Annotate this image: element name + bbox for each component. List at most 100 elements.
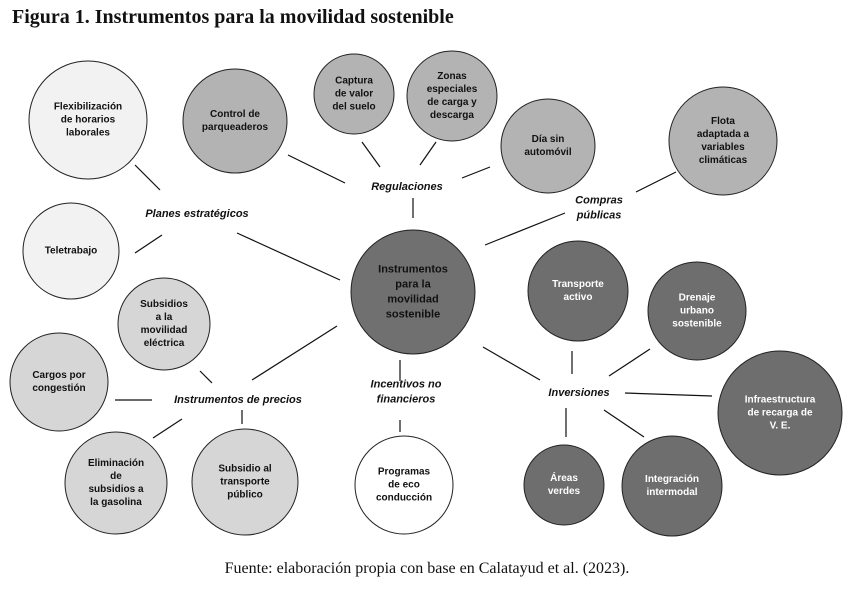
node-captura-label-line: Captura xyxy=(335,76,373,87)
connector-line xyxy=(134,164,161,191)
connector-line xyxy=(287,154,346,184)
category-regulaciones-label: Regulaciones xyxy=(371,181,443,193)
node-flota-circle xyxy=(668,86,778,196)
node-drenaje-circle xyxy=(647,261,747,361)
node-subsidios-ev-label-line: a la xyxy=(156,312,173,323)
node-flota-label-line: Flota xyxy=(711,116,735,127)
connector-line xyxy=(608,348,651,377)
center-node-label: Instrumentos para la movilidad sostenible xyxy=(378,264,448,321)
center-node-label-line: sostenible xyxy=(386,309,440,321)
node-areas-label-line: Áreas xyxy=(550,471,578,484)
node-zonas-label-line: Zonas xyxy=(437,71,467,82)
node-diasin-label-line: Día sin xyxy=(532,134,565,145)
category-precios-label-line: Instrumentos de precios xyxy=(174,394,302,406)
node-subsidios-ev-label: Subsidios a la movilidad eléctrica xyxy=(140,299,188,349)
connector-line xyxy=(482,346,541,381)
node-zonas-label-line: descarga xyxy=(430,110,474,121)
node-cargos-label-line: Cargos por xyxy=(32,370,85,381)
node-eliminacion-label-line: la gasolina xyxy=(90,497,142,508)
connector-line xyxy=(236,232,341,281)
node-transporte-label-line: activo xyxy=(564,292,593,303)
node-captura-label-line: de valor xyxy=(335,89,373,100)
category-regulaciones-label-line: Regulaciones xyxy=(371,181,443,193)
connector-line xyxy=(624,392,713,397)
node-drenaje-label-line: Drenaje xyxy=(679,293,716,304)
node-integracion-circle xyxy=(621,435,723,537)
node-teletrabajo-label-line: Teletrabajo xyxy=(45,246,98,257)
category-compras-label-line: públicas xyxy=(576,210,622,222)
node-transporte-label: Transporte activo xyxy=(552,279,604,303)
node-subsidios-ev-circle xyxy=(117,277,211,371)
connector-line xyxy=(635,171,677,193)
connector-line xyxy=(199,370,213,384)
node-subsidio-tp-circle xyxy=(191,428,299,536)
node-programas-circle xyxy=(354,435,454,535)
node-flota-label: Flota adaptada a variables climáticas xyxy=(697,116,750,166)
connector-lines xyxy=(115,141,713,439)
node-drenaje-label: Drenaje urbano sostenible xyxy=(672,293,722,330)
node-flota-label-line: adaptada a xyxy=(697,129,750,140)
node-subsidio-tp-label-line: público xyxy=(227,490,263,501)
node-eliminacion-circle xyxy=(64,431,168,535)
node-flota-label-line: climáticas xyxy=(699,155,748,166)
connector-line xyxy=(134,234,163,254)
instrument-nodes: Instrumentos para la movilidad sostenible Fl… xyxy=(9,50,843,537)
node-diasin-label: Día sin automóvil xyxy=(524,134,571,158)
node-eliminacion-label-line: de xyxy=(110,471,122,482)
node-transporte-label-line: Transporte xyxy=(552,279,604,290)
node-subsidio-tp-label-line: transporte xyxy=(220,477,270,488)
node-diasin-circle xyxy=(500,98,596,194)
figure-source: Fuente: elaboración propia con base en C… xyxy=(224,560,630,577)
node-diasin-label-line: automóvil xyxy=(524,147,571,158)
center-node-label-line: para la xyxy=(395,279,431,291)
center-node-label-line: Instrumentos xyxy=(378,264,448,276)
node-flexibilizacion-label-line: Flexibilización xyxy=(54,102,122,113)
node-areas-circle xyxy=(523,444,605,526)
node-subsidios-ev-label-line: Subsidios xyxy=(140,299,188,310)
node-drenaje-label-line: sostenible xyxy=(672,319,722,330)
connector-line xyxy=(152,418,183,439)
node-drenaje-label-line: urbano xyxy=(680,306,714,317)
category-incentivos-label-line: Incentivos no xyxy=(371,379,442,391)
node-cargos-label-line: congestión xyxy=(32,383,85,394)
node-teletrabajo-label: Teletrabajo xyxy=(45,246,98,257)
category-precios-label: Instrumentos de precios xyxy=(174,394,302,406)
category-inversiones-label: Inversiones xyxy=(548,387,609,399)
node-zonas-label-line: de carga y xyxy=(427,97,477,108)
category-planes-label: Planes estratégicos xyxy=(145,208,248,220)
connector-line xyxy=(251,325,338,381)
category-compras-label-line: Compras xyxy=(575,195,623,207)
node-eliminacion-label-line: Eliminación xyxy=(88,458,144,469)
node-transporte-circle xyxy=(527,240,629,342)
node-cargos-label: Cargos por congestión xyxy=(32,370,85,394)
node-eliminacion-label-line: subsidios a xyxy=(88,484,143,495)
node-flexibilizacion-label-line: de horarios xyxy=(61,115,116,126)
center-node-circle xyxy=(350,229,476,355)
node-zonas-label-line: especiales xyxy=(427,84,478,95)
node-captura-circle xyxy=(313,53,395,135)
node-subsidio-tp-label-line: Subsidio al xyxy=(218,464,272,475)
category-planes-label-line: Planes estratégicos xyxy=(145,208,248,220)
node-eliminacion-label: Eliminación de subsidios a la gasolina xyxy=(88,458,144,508)
connector-line xyxy=(603,409,645,438)
node-flota-label-line: variables xyxy=(701,142,745,153)
category-compras-label: Compras públicas xyxy=(575,195,623,222)
node-infraestructura-label-line: Infraestructura xyxy=(745,395,816,406)
node-zonas-circle xyxy=(406,50,498,142)
node-subsidios-ev-label-line: movilidad xyxy=(141,325,188,336)
category-inversiones-label-line: Inversiones xyxy=(548,387,609,399)
center-node-label-line: movilidad xyxy=(387,294,438,306)
node-control-label-line: Control de xyxy=(210,109,260,120)
node-areas-label-line: verdes xyxy=(548,486,581,497)
node-subsidio-tp-label: Subsidio al transporte público xyxy=(218,464,272,501)
node-integracion-label-line: Integración xyxy=(645,474,699,485)
node-areas-label: Áreas verdes xyxy=(548,471,581,497)
node-subsidios-ev-label-line: eléctrica xyxy=(144,338,185,349)
